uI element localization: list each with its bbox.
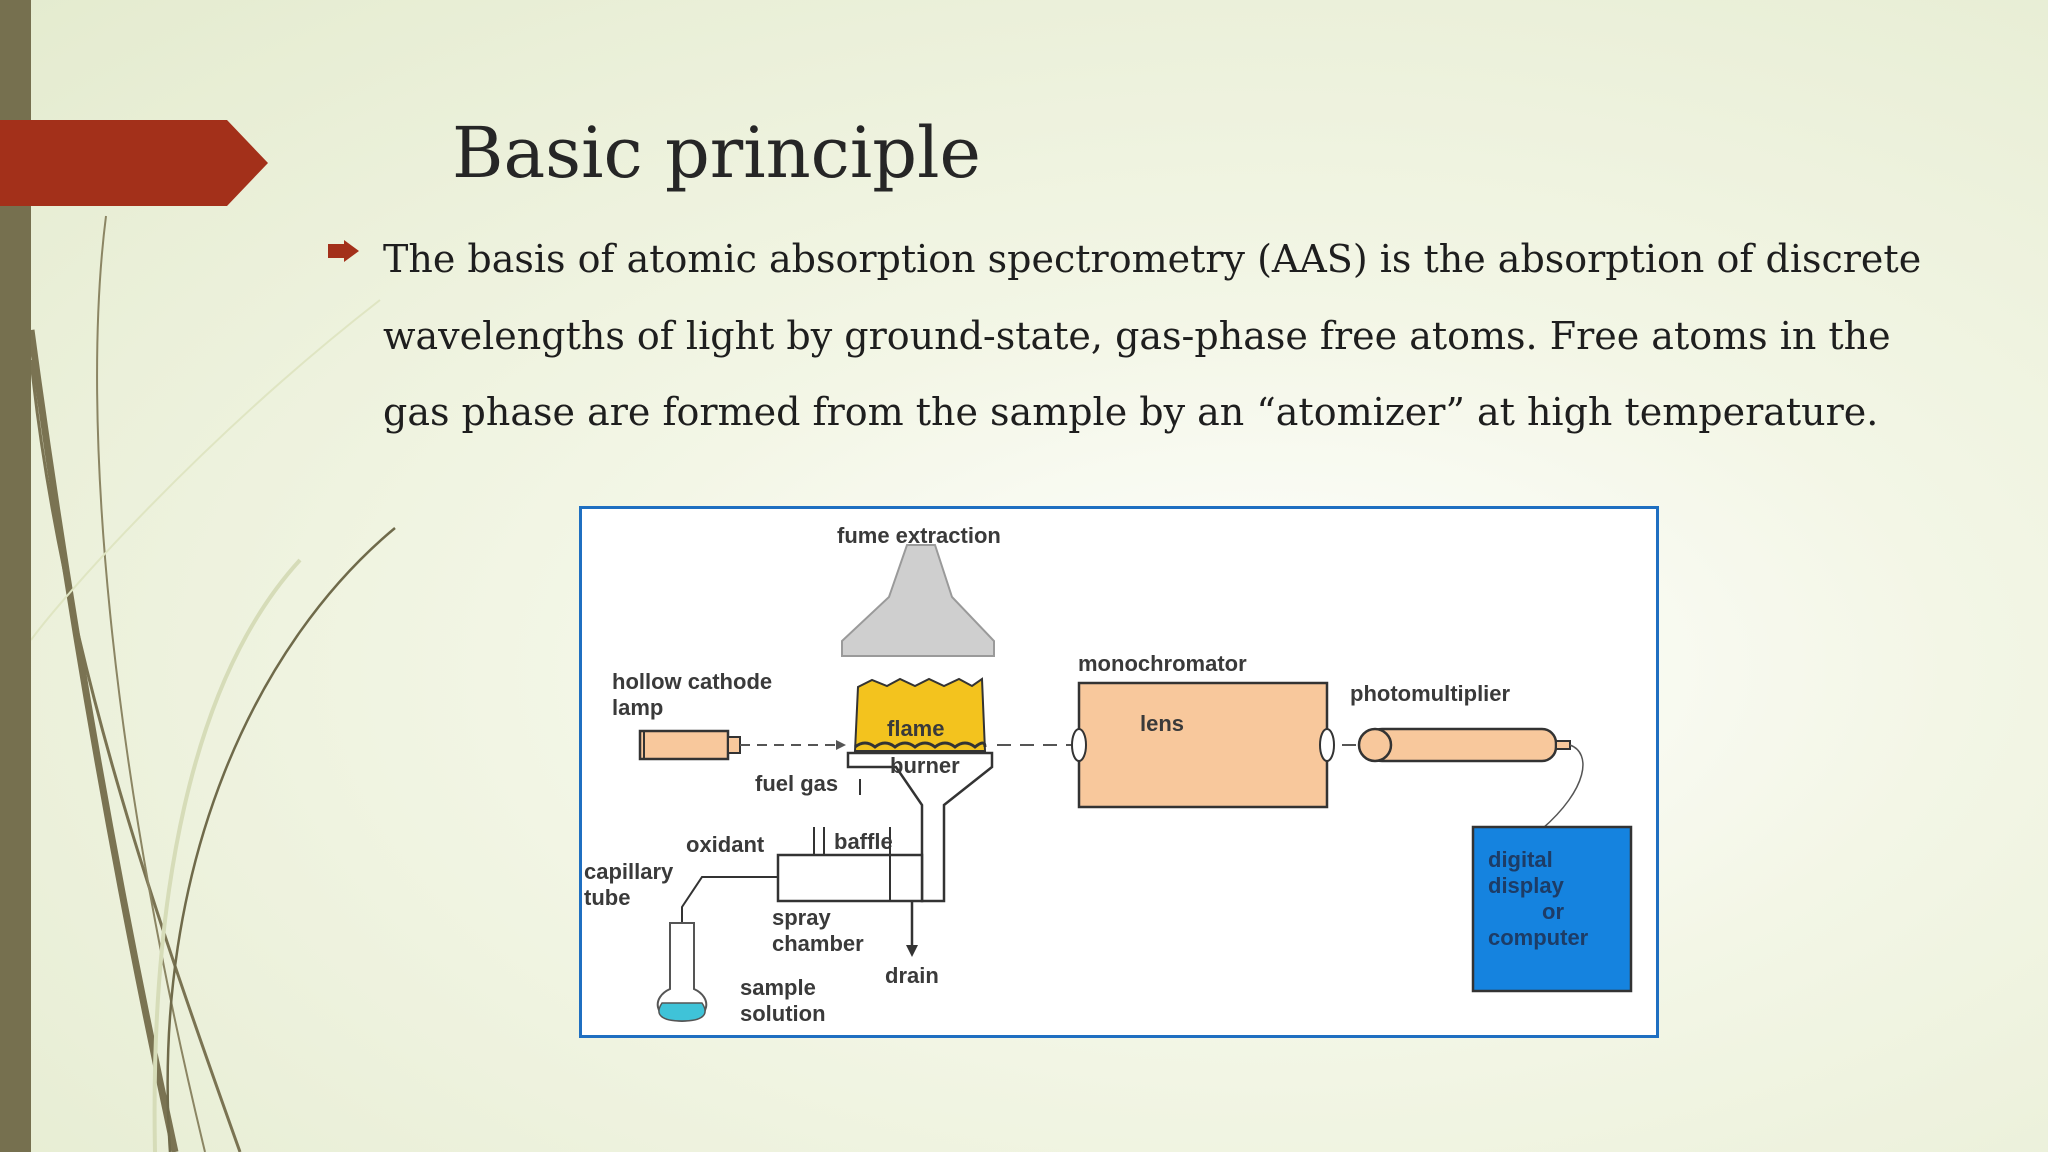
monochromator (1077, 681, 1329, 809)
digital-display (1471, 825, 1633, 993)
display-label-4: computer (1488, 925, 1589, 950)
baffle-label: baffle (834, 829, 893, 854)
decorative-curves (27, 215, 396, 1152)
slide-title: Basic principle (452, 112, 981, 194)
drain-label: drain (885, 963, 939, 988)
display-label-2: display (1488, 873, 1565, 898)
lamp-label-2: lamp (612, 695, 663, 720)
lamp-label-1: hollow cathode (612, 669, 772, 694)
spray-label: spray (772, 905, 831, 930)
monochromator-label: monochromator (1078, 651, 1247, 676)
sample-label: sample (740, 975, 816, 1000)
spray-chamber (776, 853, 924, 903)
solution-label: solution (740, 1001, 826, 1026)
capillary-label: capillary (584, 859, 674, 884)
lens-label: lens (1140, 711, 1184, 736)
arrow-tab-shape (0, 120, 268, 206)
capillary-tube (681, 876, 778, 987)
display-label-1: digital (1488, 847, 1553, 872)
arrow-bullet-icon (328, 240, 359, 262)
photomultiplier-label: photomultiplier (1350, 681, 1511, 706)
flame (853, 677, 987, 752)
oxidant-label: oxidant (686, 832, 765, 857)
fume-hood (841, 544, 995, 657)
hollow-cathode-lamp (638, 729, 730, 761)
fuel-gas-label: fuel gas (755, 771, 838, 796)
bullet-text: The basis of atomic absorption spectrome… (383, 237, 1922, 434)
burner (846, 751, 994, 903)
display-label-3: or (1542, 899, 1564, 924)
burner-label: burner (890, 753, 960, 778)
flame-label: flame (887, 716, 944, 741)
lens (1071, 728, 1087, 762)
tube-label: tube (584, 885, 630, 910)
aas-diagram: fume extraction hollow cathode lamp flam… (579, 506, 1659, 1038)
chamber-label: chamber (772, 931, 864, 956)
photomultiplier (1366, 727, 1558, 763)
fume-extraction-label: fume extraction (837, 523, 1001, 548)
